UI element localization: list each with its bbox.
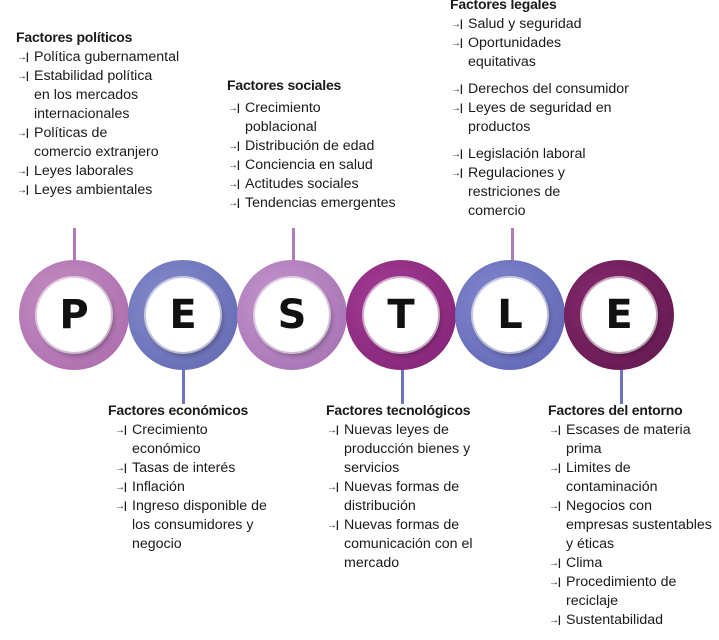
list-tecnologicos: →|Nuevas leyes de producción bienes y se… [326, 421, 506, 573]
block-sociales: Factores sociales →|Crecimiento poblacio… [227, 77, 427, 213]
list-sociales: →|Crecimiento poblacional →|Distribución… [227, 99, 427, 213]
arrow-icon: →| [451, 168, 463, 179]
list-politicos: →|Política gubernamental →|Estabilidad p… [16, 48, 191, 200]
connector-sociales [292, 228, 295, 262]
arrow-icon: →| [115, 463, 127, 474]
letter-l: L [497, 292, 523, 338]
connector-entorno [620, 368, 623, 404]
list-item: →|Distribución de edad [228, 138, 375, 154]
letter-e2: E [605, 292, 633, 338]
list-item: →|Oportunidades equitativas [451, 35, 562, 70]
list-item: →|Actitudes sociales [228, 176, 359, 192]
list-item: →|Derechos del consumidor [451, 81, 629, 97]
arrow-icon: →| [228, 141, 240, 152]
list-item: →|Tasas de interés [115, 460, 236, 476]
letter-t: T [387, 292, 415, 338]
arrow-icon: →| [451, 38, 463, 49]
list-item: →|Salud y seguridad [451, 16, 582, 32]
block-politicos: Factores políticos →|Política gubernamen… [16, 29, 191, 200]
letter-s: S [277, 292, 307, 338]
list-item: →|Crecimiento poblacional [228, 100, 321, 135]
connector-economicos [182, 368, 185, 404]
list-item: →|Legislación laboral [451, 146, 586, 162]
circle-e: E [128, 260, 238, 370]
list-item: →|Inflación [115, 479, 185, 495]
list-item: →|Negocios con empresas sustentables y é… [549, 498, 712, 552]
arrow-icon: →| [549, 615, 561, 626]
list-item: →|Política gubernamental [17, 49, 180, 65]
list-item: →|Nuevas formas de distribución [327, 479, 460, 514]
title-politicos: Factores políticos [16, 29, 133, 45]
arrow-icon: →| [228, 179, 240, 190]
connector-legales [511, 228, 514, 262]
title-legales: Factores legales [450, 0, 557, 12]
list-item: →|Procedimiento de reciclaje [549, 574, 677, 609]
circle-e2: E [564, 260, 674, 370]
list-item: →|Estabilidad política en los mercados i… [17, 68, 153, 122]
list-item: →|Políticas de comercio extranjero [17, 125, 159, 160]
list-item: →|Clima [549, 555, 603, 571]
list-item: →|Escases de materia prima [549, 422, 691, 457]
arrow-icon: →| [549, 425, 561, 436]
circle-t: T [346, 260, 456, 370]
arrow-icon: →| [17, 128, 29, 139]
block-tecnologicos: Factores tecnológicos →|Nuevas leyes de … [326, 402, 506, 573]
arrow-icon: →| [17, 185, 29, 196]
arrow-icon: →| [451, 149, 463, 160]
arrow-icon: →| [549, 577, 561, 588]
list-entorno: →|Escases de materia prima →|Limites de … [548, 421, 718, 630]
title-sociales: Factores sociales [227, 77, 342, 93]
list-item: →|Regulaciones y restriciones de comerci… [451, 165, 566, 219]
arrow-icon: →| [327, 520, 339, 531]
list-item: →|Limites de contaminación [549, 460, 658, 495]
arrow-icon: →| [228, 160, 240, 171]
arrow-icon: →| [549, 501, 561, 512]
arrow-icon: →| [549, 558, 561, 569]
circle-p: P [19, 260, 129, 370]
arrow-icon: →| [17, 52, 29, 63]
list-item: →|Leyes ambientales [17, 182, 153, 198]
list-item: →|Tendencias emergentes [228, 195, 396, 211]
letter-p: P [59, 292, 89, 338]
title-entorno: Factores del entorno [548, 402, 683, 418]
circle-s: S [237, 260, 347, 370]
arrow-icon: →| [451, 84, 463, 95]
arrow-icon: →| [327, 482, 339, 493]
letter-e: E [169, 292, 197, 338]
arrow-icon: →| [17, 166, 29, 177]
title-economicos: Factores económicos [108, 402, 249, 418]
arrow-icon: →| [451, 103, 463, 114]
arrow-icon: →| [115, 425, 127, 436]
arrow-icon: →| [327, 425, 339, 436]
arrow-icon: →| [451, 19, 463, 30]
list-item: →|Nuevas leyes de producción bienes y se… [327, 422, 471, 476]
connector-tecnologicos [401, 368, 404, 404]
title-tecnologicos: Factores tecnológicos [326, 402, 471, 418]
list-item: →|Conciencia en salud [228, 157, 373, 173]
arrow-icon: →| [17, 71, 29, 82]
list-item: →|Leyes de seguridad en productos [451, 100, 612, 135]
block-legales: Factores legales →|Salud y seguridad →|O… [450, 0, 660, 221]
list-economicos: →|Crecimiento económico →|Tasas de inter… [114, 421, 288, 554]
connector-politicos [73, 228, 76, 262]
list-legales: →|Salud y seguridad →|Oportunidades equi… [450, 15, 660, 221]
list-item: →|Sustentabilidad [549, 612, 664, 628]
circle-l: L [455, 260, 565, 370]
arrow-icon: →| [228, 198, 240, 209]
list-item: →|Ingreso disponible de los consumidores… [115, 498, 267, 552]
arrow-icon: →| [228, 103, 240, 114]
arrow-icon: →| [115, 482, 127, 493]
block-economicos: Factores económicos →|Crecimiento económ… [108, 402, 288, 554]
list-item: →|Leyes laborales [17, 163, 134, 179]
arrow-icon: →| [549, 463, 561, 474]
list-item: →|Nuevas formas de comunicación con el m… [327, 517, 473, 571]
list-item: →|Crecimiento económico [115, 422, 208, 457]
arrow-icon: →| [115, 501, 127, 512]
block-entorno: Factores del entorno →|Escases de materi… [548, 402, 718, 630]
